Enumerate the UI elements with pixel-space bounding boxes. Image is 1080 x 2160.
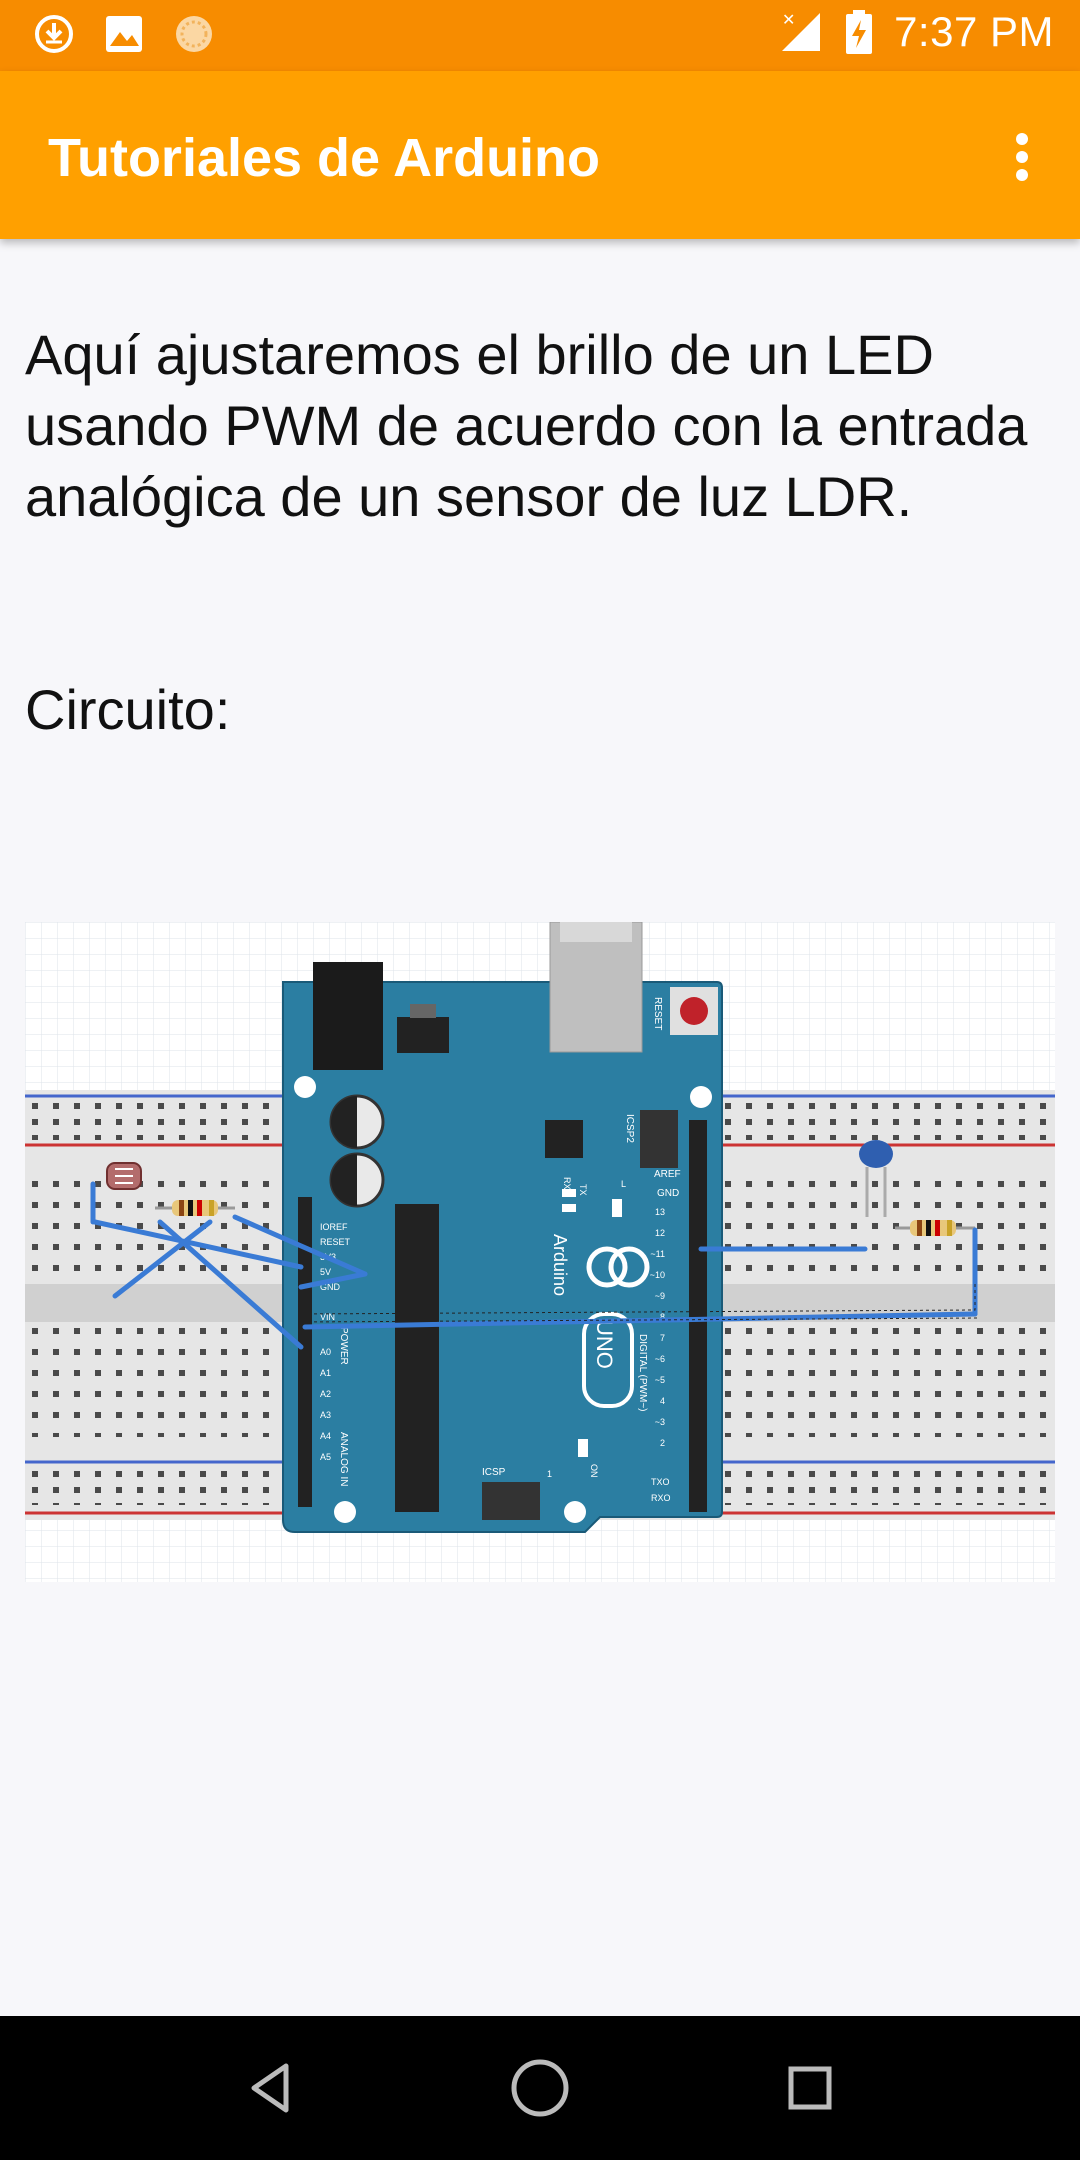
board-gnd-label: GND — [657, 1188, 679, 1199]
signal-no-data-icon: ✕ — [782, 12, 821, 51]
board-aref-label: AREF — [654, 1169, 681, 1180]
board-icsp2-label: ICSP2 — [624, 1114, 635, 1143]
board-txo-label: TXO — [651, 1477, 670, 1487]
tutorial-intro-text: Aquí ajustaremos el brillo de un LED usa… — [25, 323, 1028, 528]
digital-pin-label: 4 — [660, 1396, 665, 1406]
board-gnd-pin-label: GND — [320, 1282, 341, 1292]
app-notification-icon — [176, 16, 212, 52]
board-vin-label: VIN — [320, 1312, 335, 1322]
digital-pin-label: 2 — [660, 1438, 665, 1448]
board-5v-label: 5V — [320, 1267, 331, 1277]
analog-pin-label: A0 — [320, 1347, 331, 1357]
board-reset-label: RESET — [652, 997, 663, 1030]
board-reset-pin-label: RESET — [320, 1237, 351, 1247]
digital-pin-label: ~6 — [655, 1354, 665, 1364]
board-l-label: L — [621, 1179, 626, 1189]
board-icsp-pin1-label: 1 — [547, 1469, 552, 1479]
digital-pin-label: ~5 — [655, 1375, 665, 1385]
board-model-label: UNO — [592, 1320, 617, 1369]
analog-pin-label: A5 — [320, 1452, 331, 1462]
status-left-icons — [32, 12, 216, 56]
board-analog-label: ANALOG IN — [338, 1432, 349, 1486]
resistor-left — [155, 1200, 235, 1216]
digital-pin-label: ~9 — [655, 1291, 665, 1301]
digital-pin-label: ~10 — [650, 1270, 665, 1280]
board-ioref-label: IOREF — [320, 1222, 348, 1232]
ldr-sensor — [106, 1162, 142, 1190]
battery-charging-icon — [846, 10, 873, 54]
digital-pin-label: 7 — [660, 1333, 665, 1343]
svg-text:✕: ✕ — [782, 12, 795, 29]
app-title: Tutoriales de Arduino — [48, 128, 601, 188]
resistor-right — [895, 1220, 975, 1236]
wires — [90, 1181, 978, 1350]
selection-outline — [301, 1282, 981, 1323]
app-bar: Tutoriales de Arduino — [0, 71, 1080, 239]
analog-pin-label: A2 — [320, 1389, 331, 1399]
download-icon — [35, 15, 73, 53]
analog-pin-label: A1 — [320, 1368, 331, 1378]
recents-square-icon[interactable] — [778, 2056, 842, 2120]
board-power-label: POWER — [338, 1327, 349, 1365]
circuit-diagram-image: RESET ICSP2 AREF GND Arduino UNO DIGITAL… — [25, 922, 1055, 1582]
arduino-uno-board — [282, 922, 723, 1533]
status-time: 7:37 PM — [894, 8, 1054, 55]
back-triangle-icon[interactable] — [238, 2056, 302, 2120]
board-rxo-label: RXO — [651, 1493, 671, 1503]
image-icon — [106, 16, 142, 52]
digital-pin-label: 8 — [660, 1312, 665, 1322]
home-circle-icon[interactable] — [508, 2056, 572, 2120]
digital-pin-label: 12 — [655, 1228, 665, 1238]
analog-pin-label: A3 — [320, 1410, 331, 1420]
digital-pin-label: 13 — [655, 1207, 665, 1217]
board-digital-label: DIGITAL (PWM~) — [637, 1334, 648, 1412]
board-rx-label: RX — [562, 1177, 572, 1190]
circuit-heading: Circuito: — [25, 678, 231, 741]
board-brand-label: Arduino — [550, 1234, 570, 1296]
more-vert-icon — [1016, 133, 1028, 181]
status-right: ✕ 7:37 PM — [778, 8, 1054, 56]
digital-pin-label: ~11 — [650, 1249, 665, 1259]
capacitor — [859, 1140, 893, 1217]
board-icsp-label: ICSP — [482, 1467, 506, 1478]
system-nav-bar — [0, 2016, 1080, 2160]
digital-pin-label: ~3 — [655, 1417, 665, 1427]
analog-pin-label: A4 — [320, 1431, 331, 1441]
overflow-menu-button[interactable] — [986, 121, 1058, 193]
board-tx-label: TX — [578, 1184, 588, 1196]
status-bar: ✕ 7:37 PM — [0, 0, 1080, 71]
board-on-label: ON — [589, 1464, 599, 1478]
